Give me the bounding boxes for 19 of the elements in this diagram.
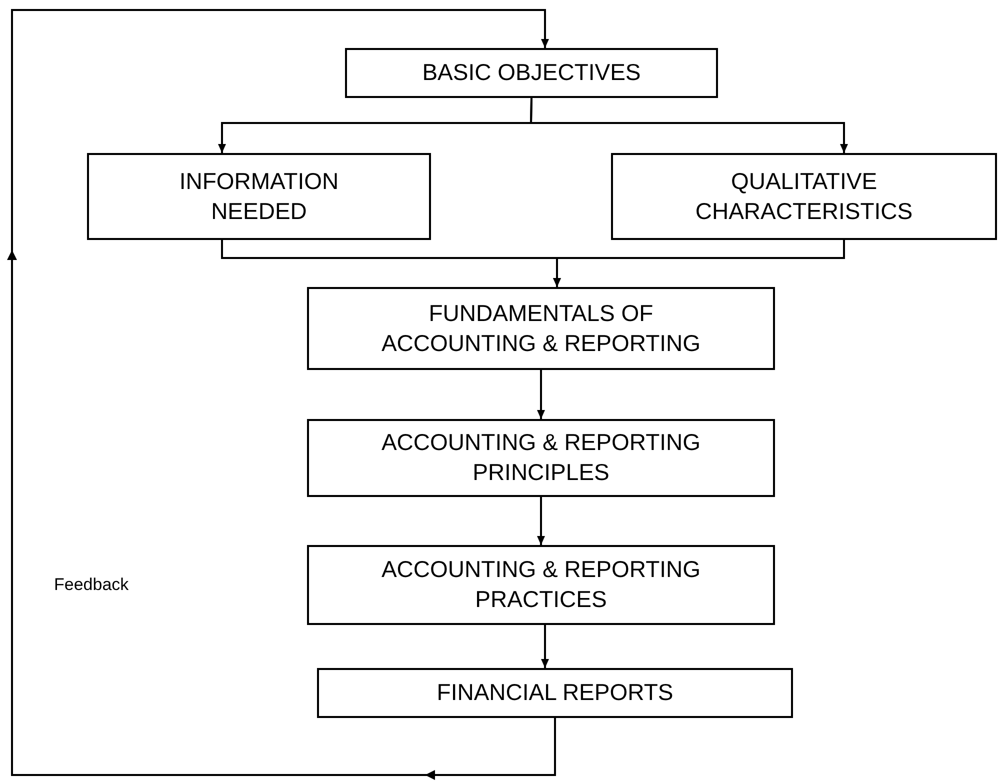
process-box bbox=[611, 153, 997, 240]
process-box bbox=[317, 668, 793, 718]
box-label: ACCOUNTING & REPORTING PRACTICES bbox=[380, 555, 702, 614]
box-label: INFORMATION NEEDED bbox=[178, 166, 340, 226]
arrow bbox=[537, 370, 545, 419]
arrow bbox=[530, 98, 848, 153]
arrow bbox=[537, 497, 545, 545]
process-box bbox=[87, 153, 431, 240]
process-box bbox=[307, 287, 775, 370]
box-label: ACCOUNTING & REPORTING PRINCIPLES bbox=[380, 428, 702, 487]
arrow bbox=[541, 625, 549, 668]
box-label: QUALITATIVE CHARACTERISTICS bbox=[694, 166, 914, 226]
box-label: FUNDAMENTALS OF ACCOUNTING & REPORTING bbox=[380, 298, 702, 358]
process-box bbox=[307, 545, 775, 625]
box-label: FINANCIAL REPORTS bbox=[436, 678, 674, 708]
arrow bbox=[553, 240, 845, 287]
process-box bbox=[307, 419, 775, 497]
process-box bbox=[345, 48, 718, 98]
box-label: BASIC OBJECTIVES bbox=[422, 58, 641, 88]
